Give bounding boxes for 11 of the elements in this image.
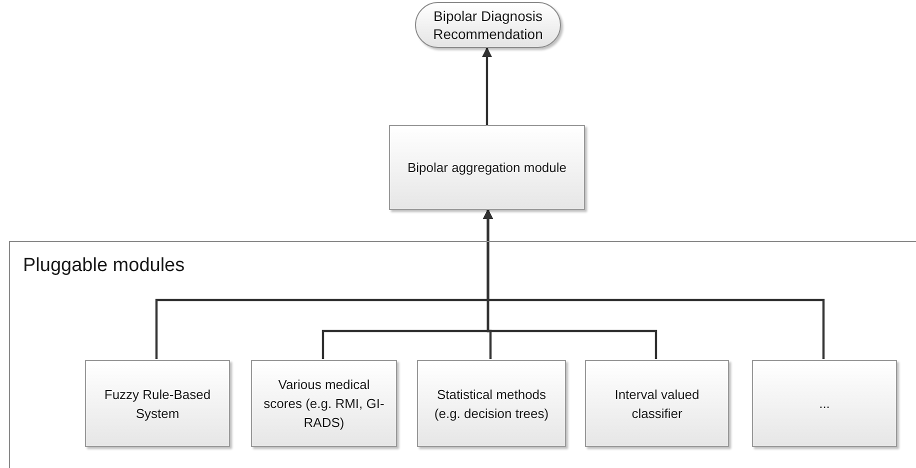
connector-arrow: [483, 209, 825, 359]
process-box: ...: [752, 360, 897, 447]
process-box: Bipolar aggregation module: [389, 125, 585, 210]
process-box: Statistical methods (e.g. decision trees): [417, 360, 566, 447]
process-box: Various medical scores (e.g. RMI, GI-RADS): [251, 360, 397, 447]
connector-arrow: [482, 47, 492, 125]
group-heading: Pluggable modules: [23, 254, 185, 278]
terminal-pill: Bipolar Diagnosis Recommendation: [415, 2, 561, 48]
process-box: Interval valued classifier: [585, 360, 729, 447]
process-box: Fuzzy Rule-Based System: [85, 360, 230, 447]
group-panel: [9, 241, 916, 468]
